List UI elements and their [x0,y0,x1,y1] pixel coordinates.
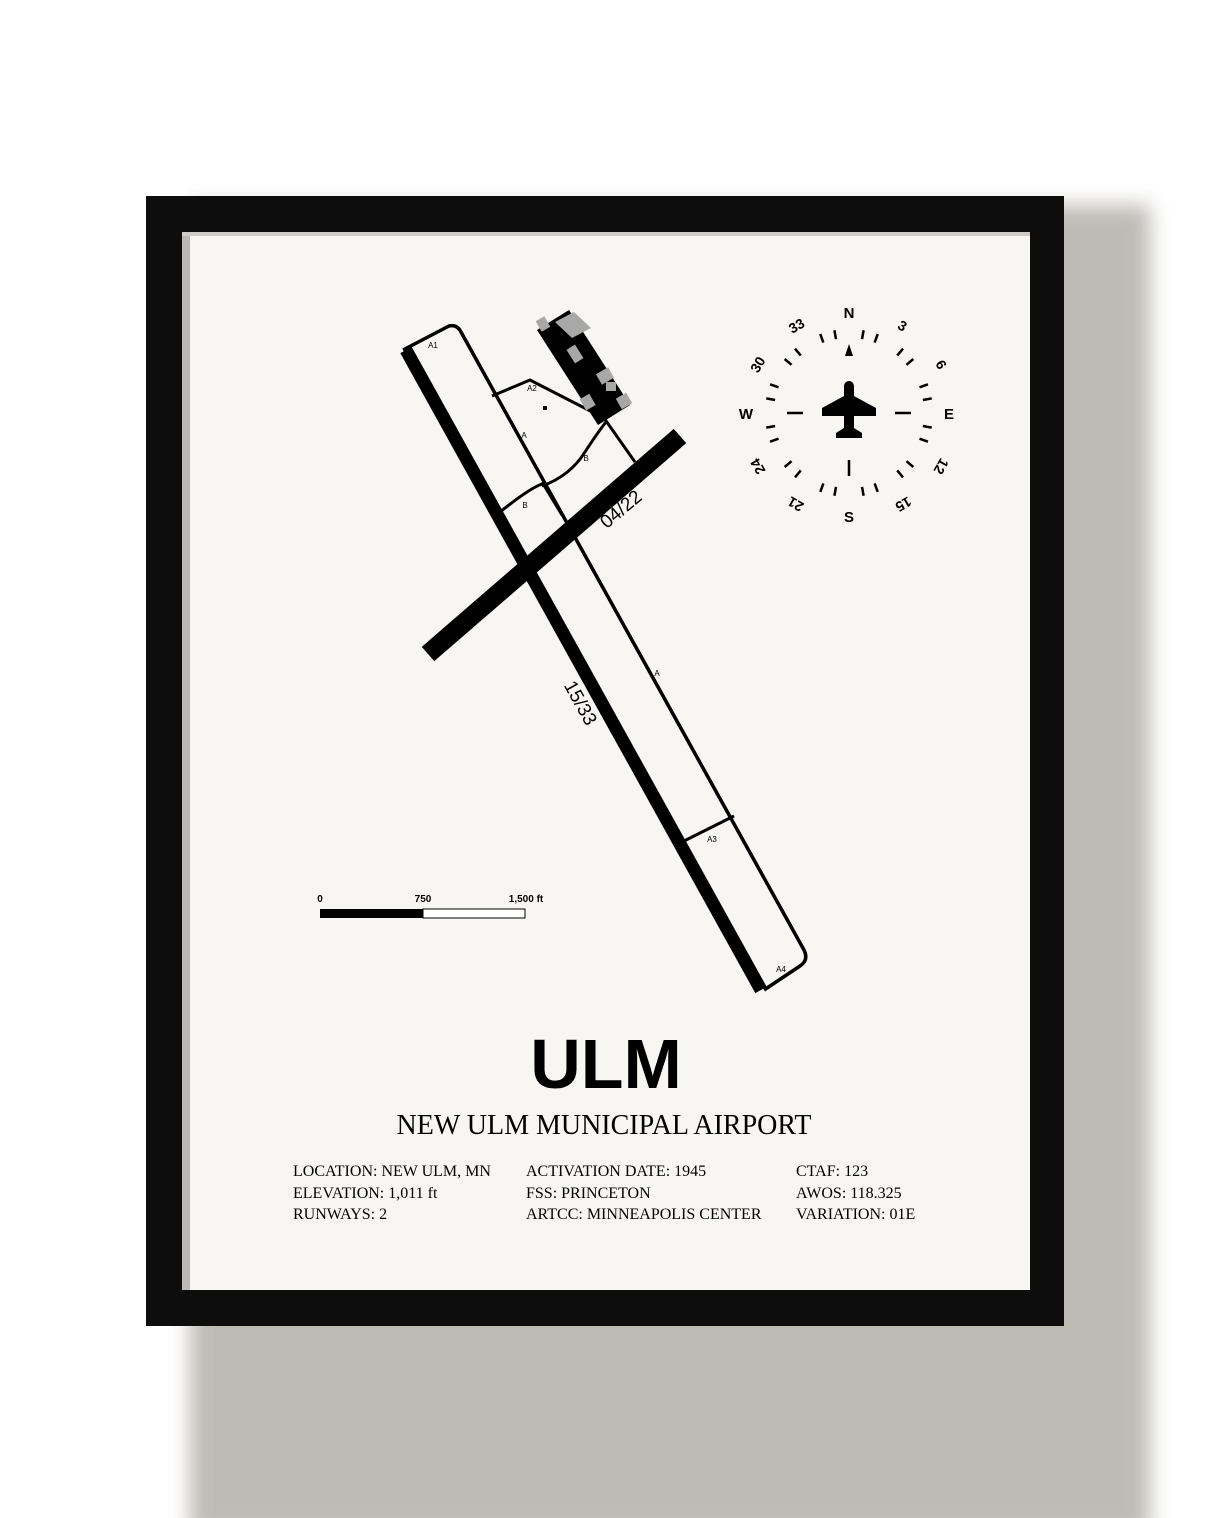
info-activation-date: ACTIVATION DATE: 1945 [526,1163,706,1180]
compass-tick [819,333,825,343]
compass-tick [922,424,932,429]
apron-taxiway-a2 [491,378,605,420]
taxiway-label-a2: A2 [527,384,537,393]
info-variation: VARIATION: 01E [796,1206,915,1223]
taxiway-b-lower [499,482,543,514]
compass-n: N [844,305,855,322]
taxiway-label-a3: A3 [707,835,717,844]
taxiway-a3-connector [681,814,735,844]
compass-tick [833,330,838,340]
compass-h30: 30 [747,354,769,376]
inner-bevel [182,232,190,1290]
compass-tick [766,397,776,402]
inner-bevel-top [182,232,1030,236]
compass-tick [783,358,793,366]
taxiway-label-b-upper: B [583,454,588,463]
info-location: LOCATION: NEW ULM, MN [293,1163,491,1180]
compass-tick [896,347,904,357]
compass-tick [794,347,802,357]
airplane-icon [822,381,876,438]
info-runways: RUNWAYS: 2 [293,1206,387,1223]
compass-s: S [844,509,854,526]
taxiway-label-a-lower: A [654,669,660,678]
info-block: LOCATION: NEW ULM, MN ELEVATION: 1,011 f… [293,1163,915,1223]
compass-tick [833,486,838,496]
compass-w: W [739,406,754,423]
compass-tick [819,483,825,493]
compass-e: E [944,406,954,423]
taxiway-label-a-upper: A [521,431,527,440]
scale-label-mid: 750 [415,894,432,905]
info-awos: AWOS: 118.325 [796,1185,902,1202]
compass-h12: 12 [930,456,952,478]
compass-tick [766,424,776,429]
taxiway-a [402,323,808,992]
compass-h15: 15 [893,494,915,516]
compass-tick [783,460,793,468]
compass-h24: 24 [747,456,769,478]
info-ctaf: CTAF: 123 [796,1163,868,1180]
compass-tick [919,383,929,389]
compass-tick [769,437,779,443]
scale-bar-black [320,909,423,918]
taxiway-b-upper [541,421,608,488]
taxiway-label-a4: A4 [776,965,786,974]
compass-h21: 21 [785,493,807,515]
scale-label-zero: 0 [317,894,323,905]
compass-h33: 33 [786,315,808,337]
airport-name: NEW ULM MUNICIPAL AIRPORT [397,1110,812,1141]
apron-buildings [535,310,633,425]
compass-tick [905,358,915,366]
info-fss: FSS: PRINCETON [526,1185,651,1202]
scale-bar: 0 750 1,500 ft [317,894,544,919]
scale-bar-white [422,908,526,919]
compass-tick [919,437,929,443]
info-artcc: ARTCC: MINNEAPOLIS CENTER [526,1206,762,1223]
runway-04-22 [421,428,687,662]
compass-tick [794,469,802,479]
compass-tick [896,469,904,479]
compass-tick [873,483,879,493]
compass-tick [905,460,915,468]
compass-tick [922,397,932,402]
north-arrow-icon [845,344,853,356]
taxiway-label-a1: A1 [428,341,438,350]
airport-code: ULM [530,1025,682,1103]
compass-ticks [766,330,932,496]
scale-label-end: 1,500 ft [509,894,544,905]
compass-tick [860,486,865,496]
compass-tick [769,383,779,389]
taxiway-b-segment [540,481,564,516]
compass-tick [873,333,879,343]
taxiway-label-b-lower: B [522,501,527,510]
apron-edge [602,417,637,463]
compass-tick [860,330,865,340]
runway-15-33 [400,346,767,994]
info-elevation: ELEVATION: 1,011 ft [293,1185,438,1202]
